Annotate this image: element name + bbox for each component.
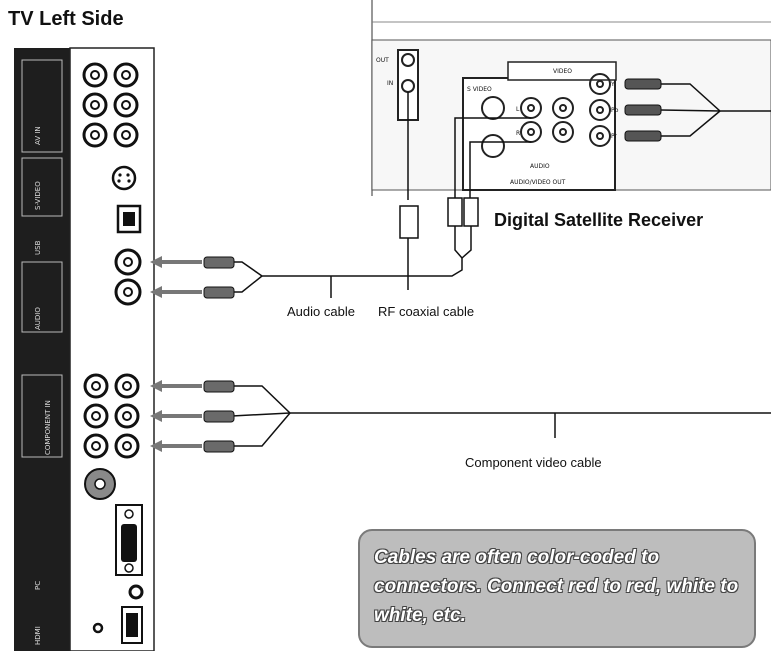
av-in-jack xyxy=(82,122,108,148)
audio-l-label: L xyxy=(516,106,520,113)
component-cable-label: Component video cable xyxy=(465,455,602,470)
component-video-cable xyxy=(232,385,771,414)
pc-panel-label: PC xyxy=(34,581,42,590)
receiver-svideo-jack xyxy=(481,134,505,158)
component-label-box xyxy=(21,374,63,458)
color-code-tip: Cables are often color-coded to connecto… xyxy=(358,529,756,648)
av-in-label-box xyxy=(21,59,63,153)
component-in-panel-label: COMPONENT IN xyxy=(44,400,52,455)
tv-audio-jacks xyxy=(114,248,142,306)
usb-panel-label: USB xyxy=(34,240,42,255)
av-in-jacks xyxy=(82,62,139,148)
component-jack xyxy=(83,433,109,459)
comp-pr-label: Pr xyxy=(611,133,618,140)
receiver-name-label: Digital Satellite Receiver xyxy=(494,210,704,230)
component-jack xyxy=(114,433,140,459)
svideo-label-box xyxy=(21,157,63,217)
av-in-jack xyxy=(113,62,139,88)
panel-indicator xyxy=(92,622,104,634)
audio-cable xyxy=(232,258,463,277)
svideo-panel-label: S-VIDEO xyxy=(34,181,42,210)
video-header-label: VIDEO xyxy=(553,68,572,75)
component-jack xyxy=(114,403,140,429)
av-in-jack xyxy=(113,92,139,118)
audio-r-label: R xyxy=(516,130,520,137)
audio-panel-label: AUDIO xyxy=(34,307,42,330)
satellite-receiver-panel: OUT IN VIDEO S VIDEO AUDIO AUDIO/VIDEO O… xyxy=(371,0,771,196)
av-out-block xyxy=(462,77,616,191)
svideo-header-label: S VIDEO xyxy=(467,86,492,93)
comp-y-label: Y xyxy=(610,81,615,88)
rf-cable-label: RF coaxial cable xyxy=(378,304,475,319)
tv-label-strip xyxy=(14,48,70,651)
component-jack xyxy=(83,373,109,399)
receiver-svideo-jack xyxy=(481,96,505,120)
connection-arrows xyxy=(150,256,202,452)
pc-audio-jack xyxy=(128,584,144,600)
audio-label-box xyxy=(21,261,63,333)
tv-component-jacks xyxy=(83,373,140,459)
video-header xyxy=(507,61,617,81)
av-in-jack xyxy=(82,62,108,88)
component-jack xyxy=(83,403,109,429)
tv-panel: AV IN S-VIDEO USB AUDIO COMPONENT IN PC … xyxy=(14,47,155,651)
component-jack xyxy=(114,373,140,399)
av-in-jack xyxy=(113,122,139,148)
av-out-label: AUDIO/VIDEO OUT xyxy=(510,179,566,186)
receiver-component-cable xyxy=(661,83,771,112)
rf-out-label: OUT xyxy=(376,57,389,64)
av-in-jack xyxy=(82,92,108,118)
cables xyxy=(231,83,771,447)
comp-pb-label: Pb xyxy=(611,107,619,114)
tv-audio-jack-r xyxy=(114,278,142,306)
tv-audio-jack-l xyxy=(114,248,142,276)
audio-header-label: AUDIO xyxy=(530,163,550,170)
hdmi-panel-label: HDMI xyxy=(34,626,42,645)
diagram-title: TV Left Side xyxy=(8,8,124,30)
audio-cable-label: Audio cable xyxy=(287,304,355,319)
svideo-jack xyxy=(111,165,137,191)
av-in-panel-label: AV IN xyxy=(34,126,42,145)
rf-in-label: IN xyxy=(387,80,393,87)
tv-plugs xyxy=(203,256,235,453)
rf-out-port xyxy=(401,53,415,67)
